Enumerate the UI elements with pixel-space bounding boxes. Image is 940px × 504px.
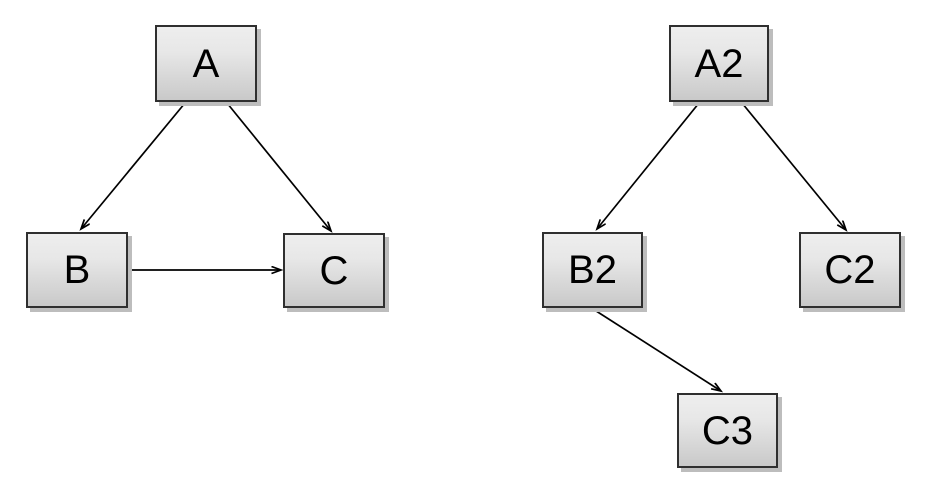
- node-C3[interactable]: C3: [677, 393, 778, 468]
- node-B2[interactable]: B2: [542, 232, 643, 308]
- node-A2-label: A2: [694, 41, 744, 86]
- node-B[interactable]: B: [26, 232, 128, 308]
- edge-A-C[interactable]: [226, 102, 331, 231]
- edge-A2-C2[interactable]: [741, 102, 846, 230]
- node-C[interactable]: C: [283, 233, 385, 308]
- node-C2[interactable]: C2: [799, 232, 901, 308]
- node-B-label: B: [63, 248, 91, 292]
- node-A2[interactable]: A2: [669, 25, 769, 102]
- edge-B2-C3[interactable]: [592, 308, 721, 391]
- edge-A-B[interactable]: [81, 102, 186, 229]
- node-C2-label: C2: [824, 248, 876, 292]
- edge-A2-B2[interactable]: [597, 102, 700, 229]
- node-C-label: C: [319, 248, 349, 293]
- node-C3-label: C3: [701, 408, 754, 453]
- node-A-label: A: [192, 41, 220, 86]
- node-A[interactable]: A: [155, 25, 257, 102]
- node-B2-label: B2: [568, 248, 617, 292]
